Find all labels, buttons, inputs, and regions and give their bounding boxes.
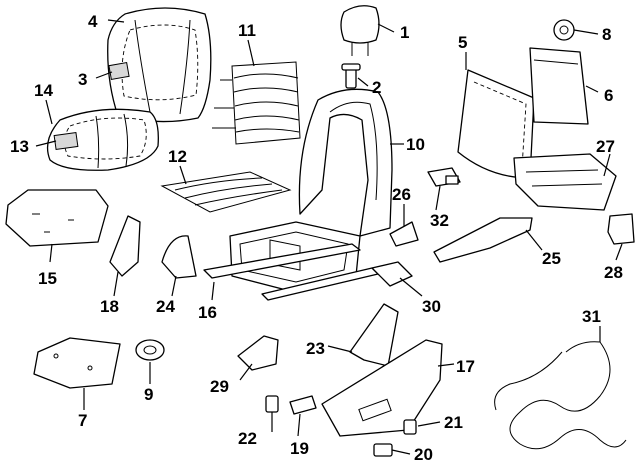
part-back-panel bbox=[457, 69, 535, 179]
callout-8: 8 bbox=[602, 25, 611, 44]
part-bracket-29 bbox=[237, 335, 279, 371]
callout-17: 17 bbox=[456, 357, 475, 376]
callout-11: 11 bbox=[238, 21, 256, 40]
part-bracket-28 bbox=[607, 213, 635, 245]
part-heater-pad bbox=[108, 61, 130, 81]
part-switch-19 bbox=[289, 395, 317, 415]
callout-22: 22 bbox=[238, 429, 257, 448]
part-cushion-heater-pad bbox=[53, 131, 79, 151]
callout-27: 27 bbox=[596, 137, 615, 156]
part-switch-32 bbox=[427, 167, 461, 187]
callout-32: 32 bbox=[430, 211, 449, 230]
part-knob-21 bbox=[403, 419, 417, 435]
part-cushion-pan bbox=[5, 189, 109, 247]
callout-16: 16 bbox=[198, 303, 217, 322]
part-side-shield-18 bbox=[109, 215, 141, 277]
callout-12: 12 bbox=[168, 147, 187, 166]
part-seat-cushion bbox=[46, 108, 159, 171]
callout-5: 5 bbox=[458, 33, 467, 52]
part-wire-harness bbox=[494, 341, 627, 450]
part-back-spring-mat bbox=[212, 61, 301, 145]
part-headrest-guide bbox=[341, 63, 361, 89]
callout-6: 6 bbox=[604, 86, 613, 105]
part-knob-20 bbox=[373, 443, 393, 457]
callout-25: 25 bbox=[542, 249, 561, 268]
part-headrest bbox=[340, 5, 380, 56]
callout-1: 1 bbox=[400, 23, 409, 42]
callout-4: 4 bbox=[88, 12, 98, 31]
part-lower-track bbox=[513, 153, 617, 211]
part-bracket-26 bbox=[389, 221, 419, 247]
callout-20: 20 bbox=[414, 445, 433, 464]
leader-lines bbox=[35, 19, 623, 455]
part-rail-cover bbox=[433, 217, 533, 263]
part-recliner-knob bbox=[553, 19, 575, 41]
callout-19: 19 bbox=[290, 439, 309, 458]
callout-28: 28 bbox=[604, 263, 623, 282]
callout-15: 15 bbox=[38, 269, 57, 288]
part-back-pocket-panel bbox=[529, 47, 589, 125]
callout-2: 2 bbox=[372, 78, 381, 97]
callout-13: 13 bbox=[10, 137, 29, 156]
part-seatback-frame bbox=[298, 88, 393, 237]
part-knob-22 bbox=[265, 395, 279, 413]
callout-10: 10 bbox=[406, 135, 425, 154]
part-wiring-guide-24 bbox=[161, 235, 197, 279]
part-cushion-spring-mat bbox=[160, 171, 292, 213]
part-pan-7 bbox=[33, 337, 121, 389]
callout-14: 14 bbox=[34, 81, 53, 100]
part-side-shield-17 bbox=[321, 339, 443, 437]
callout-30: 30 bbox=[422, 297, 441, 316]
callout-24: 24 bbox=[156, 297, 175, 316]
callout-18: 18 bbox=[100, 297, 119, 316]
callout-29: 29 bbox=[210, 377, 229, 396]
callout-7: 7 bbox=[78, 411, 87, 430]
callout-3: 3 bbox=[78, 70, 87, 89]
part-motor-9 bbox=[135, 339, 165, 361]
callout-31: 31 bbox=[582, 307, 601, 326]
callout-23: 23 bbox=[306, 339, 325, 358]
part-side-bracket-23 bbox=[349, 303, 399, 367]
part-seat-back-cushion bbox=[107, 7, 212, 123]
callout-9: 9 bbox=[144, 385, 153, 404]
callout-21: 21 bbox=[444, 413, 463, 432]
callout-26: 26 bbox=[392, 185, 411, 204]
